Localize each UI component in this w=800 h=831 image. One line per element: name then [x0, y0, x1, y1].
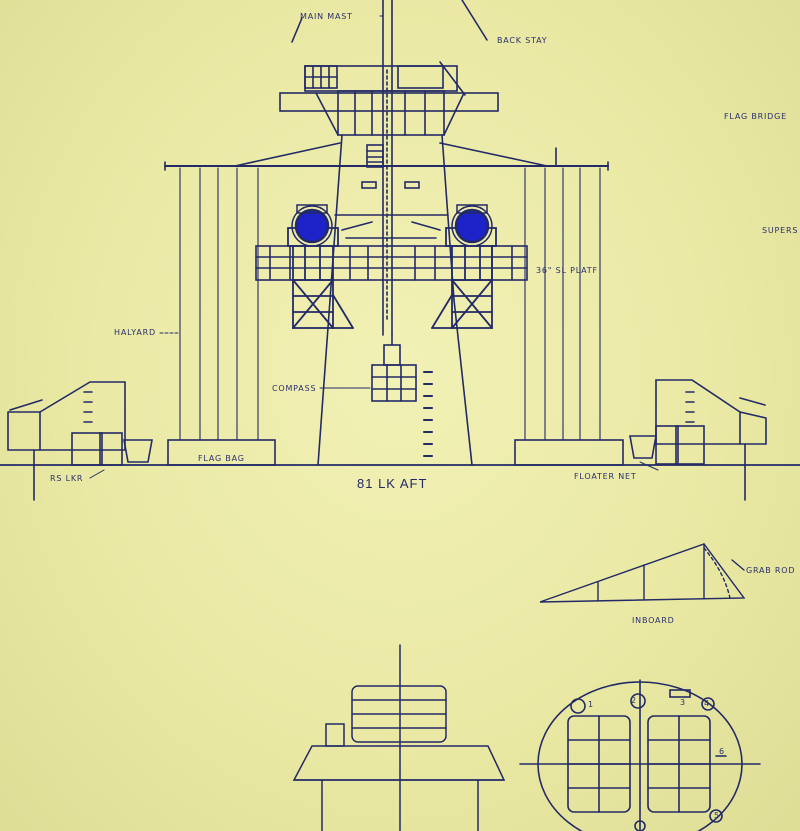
right-searchlight — [451, 204, 493, 247]
main-mast — [382, 0, 393, 336]
yardarm — [164, 142, 609, 171]
lower-deck-structure — [292, 644, 506, 831]
hatch-number-2: 2 — [631, 696, 637, 705]
compass-label: COMPASS — [272, 384, 317, 393]
flag-bridge-structure — [279, 61, 499, 136]
compass-housing — [371, 334, 417, 402]
searchlight-platform — [255, 245, 528, 281]
left-locker-structure — [7, 381, 276, 501]
back-stay-label: BACK STAY — [497, 36, 548, 45]
halyard-lines-left — [179, 167, 259, 441]
inboard-label: INBOARD — [632, 616, 675, 625]
superstructure-label: SUPERS — [762, 226, 799, 235]
tower-ladder — [423, 371, 433, 457]
floater-net-label: FLOATER NET — [574, 472, 637, 481]
view-title: 81 LK AFT — [357, 476, 428, 491]
grab-rod-detail — [539, 543, 746, 603]
halyard-lines-right — [524, 167, 601, 441]
label-leaders — [89, 15, 659, 479]
hatch-number-6: 6 — [719, 747, 725, 756]
hatch-number-1: 1 — [588, 700, 594, 709]
right-locker-structure — [514, 379, 767, 501]
searchlight-platform-label: 36" SL PLATF — [536, 266, 598, 275]
hatch-number-4: 4 — [704, 699, 710, 708]
left-searchlight-support — [287, 227, 354, 329]
left-searchlight — [291, 204, 333, 247]
right-searchlight-support — [431, 227, 497, 329]
grab-rod-label: GRAB ROD — [746, 566, 796, 575]
flag-bridge-label: FLAG BRIDGE — [724, 112, 787, 121]
hatch-number-5: 5 — [714, 811, 720, 820]
halyard-label: HALYARD — [114, 328, 156, 337]
main-mast-label: MAIN MAST — [300, 12, 353, 21]
flag-bag-label: FLAG BAG — [198, 454, 245, 463]
rs-locker-label: RS LKR — [50, 474, 84, 483]
hatch-number-3: 3 — [680, 698, 686, 707]
round-hatch-plan — [519, 679, 761, 831]
back-stay-lines — [291, 0, 488, 43]
